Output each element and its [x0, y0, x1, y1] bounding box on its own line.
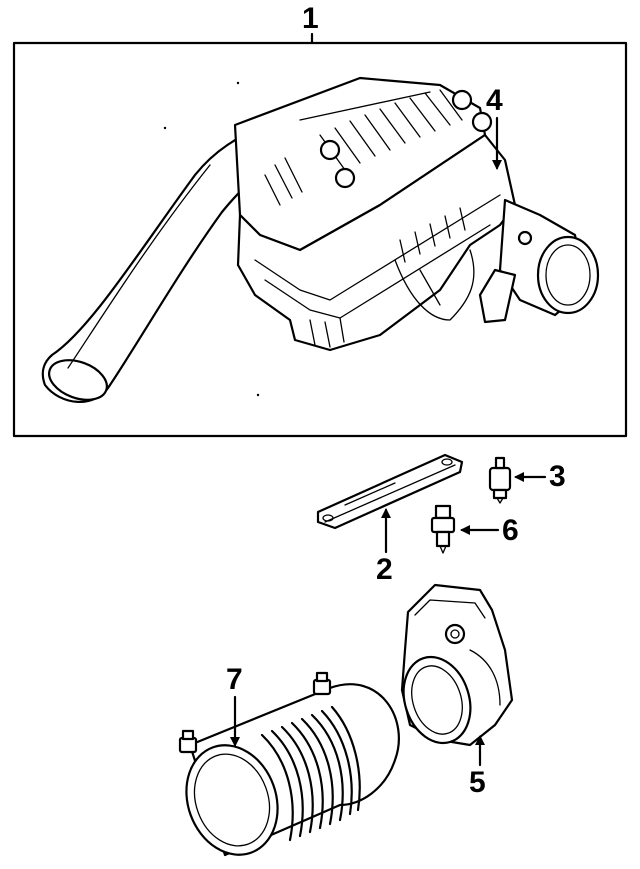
assembly-frame — [12, 41, 628, 438]
callout-5: 5 — [469, 766, 486, 799]
bracket-part-2 — [316, 453, 464, 530]
callout-6: 6 — [502, 514, 519, 547]
callout-1: 1 — [302, 2, 319, 35]
sensor-part-6 — [430, 504, 456, 554]
callout-2: 2 — [376, 553, 393, 586]
elbow-adapter-part-5 — [400, 583, 514, 747]
callout-7: 7 — [226, 663, 243, 696]
adapter-opening — [402, 655, 472, 745]
mount-bracket — [478, 268, 517, 324]
sensor-part-3 — [488, 456, 512, 504]
intake-snorkel — [41, 126, 287, 403]
snorkel-mouth — [48, 359, 108, 401]
callout-3: 3 — [549, 460, 566, 493]
housing-base — [236, 133, 517, 352]
bellows-hose-part-7 — [178, 671, 400, 857]
hose-end-opening — [185, 744, 279, 856]
air-cleaner-assembly — [41, 76, 600, 403]
outlet-opening — [536, 235, 600, 315]
callout-4: 4 — [486, 84, 503, 117]
